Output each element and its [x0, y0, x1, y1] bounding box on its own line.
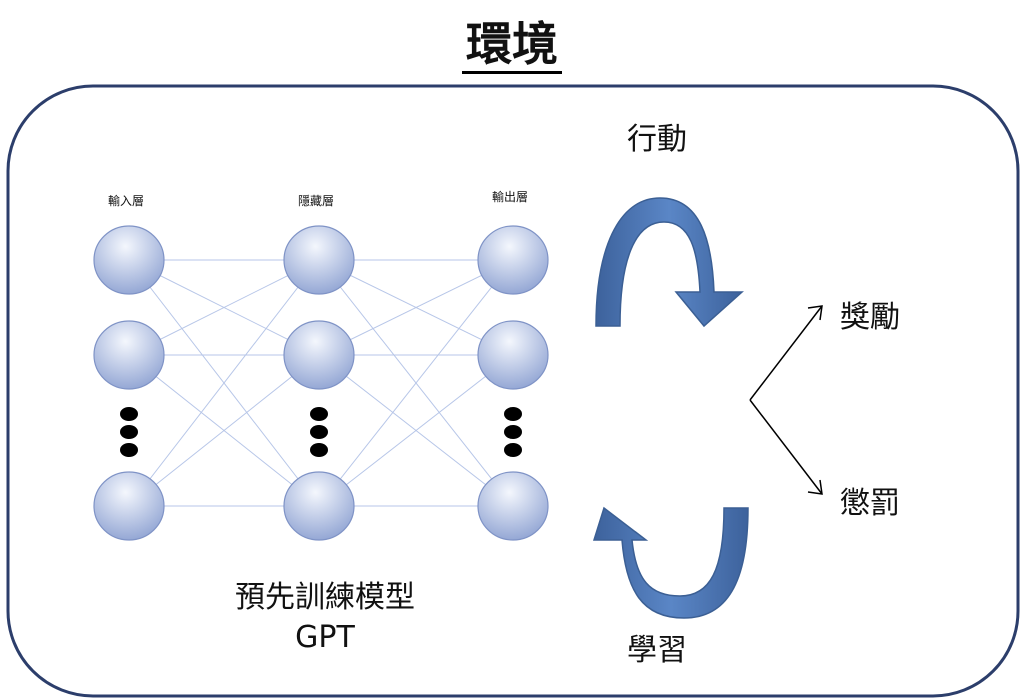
input-layer-label: 輸入層 — [108, 194, 145, 208]
environment-title-text: 環境 — [462, 17, 562, 74]
hidden-layer-label: 隱藏層 — [298, 194, 335, 208]
model-caption: 預先訓練模型 GPT — [190, 578, 460, 658]
hidden-layer-ellipsis — [310, 407, 328, 457]
output-layer-label: 輸出層 — [492, 190, 529, 204]
output-node-2 — [477, 320, 549, 390]
environment-title: 環境 — [0, 14, 1024, 74]
action-label: 行動 — [627, 122, 687, 157]
reward-arrowhead — [807, 305, 823, 321]
punishment-branch-line — [749, 399, 823, 495]
connection-line — [318, 354, 514, 507]
output-node-1 — [477, 225, 549, 295]
reward-branch-line — [749, 305, 823, 401]
input-layer-ellipsis — [120, 407, 138, 457]
hidden-node-3 — [283, 471, 355, 541]
punishment-arrowhead — [807, 479, 823, 495]
input-node-3 — [93, 471, 165, 541]
model-gpt-line: GPT — [295, 620, 355, 655]
input-node-1 — [93, 225, 165, 295]
model-name-line: 預先訓練模型 — [235, 580, 415, 615]
connection-line — [128, 354, 320, 507]
connection-line — [318, 259, 514, 356]
hidden-node-1 — [283, 225, 355, 295]
learning-arrow — [592, 506, 749, 619]
network-nodes — [93, 225, 549, 541]
output-node-3 — [477, 471, 549, 541]
input-node-2 — [93, 320, 165, 390]
reward-label: 獎勵 — [840, 300, 900, 335]
connection-line — [128, 259, 320, 507]
hidden-node-2 — [283, 320, 355, 390]
output-layer-ellipsis — [504, 407, 522, 457]
connection-line — [318, 259, 514, 507]
learning-label: 學習 — [627, 633, 687, 668]
action-arrow — [595, 197, 744, 328]
branch-arrows — [749, 305, 823, 495]
punishment-label: 懲罰 — [840, 486, 900, 521]
environment-frame — [6, 84, 1020, 698]
